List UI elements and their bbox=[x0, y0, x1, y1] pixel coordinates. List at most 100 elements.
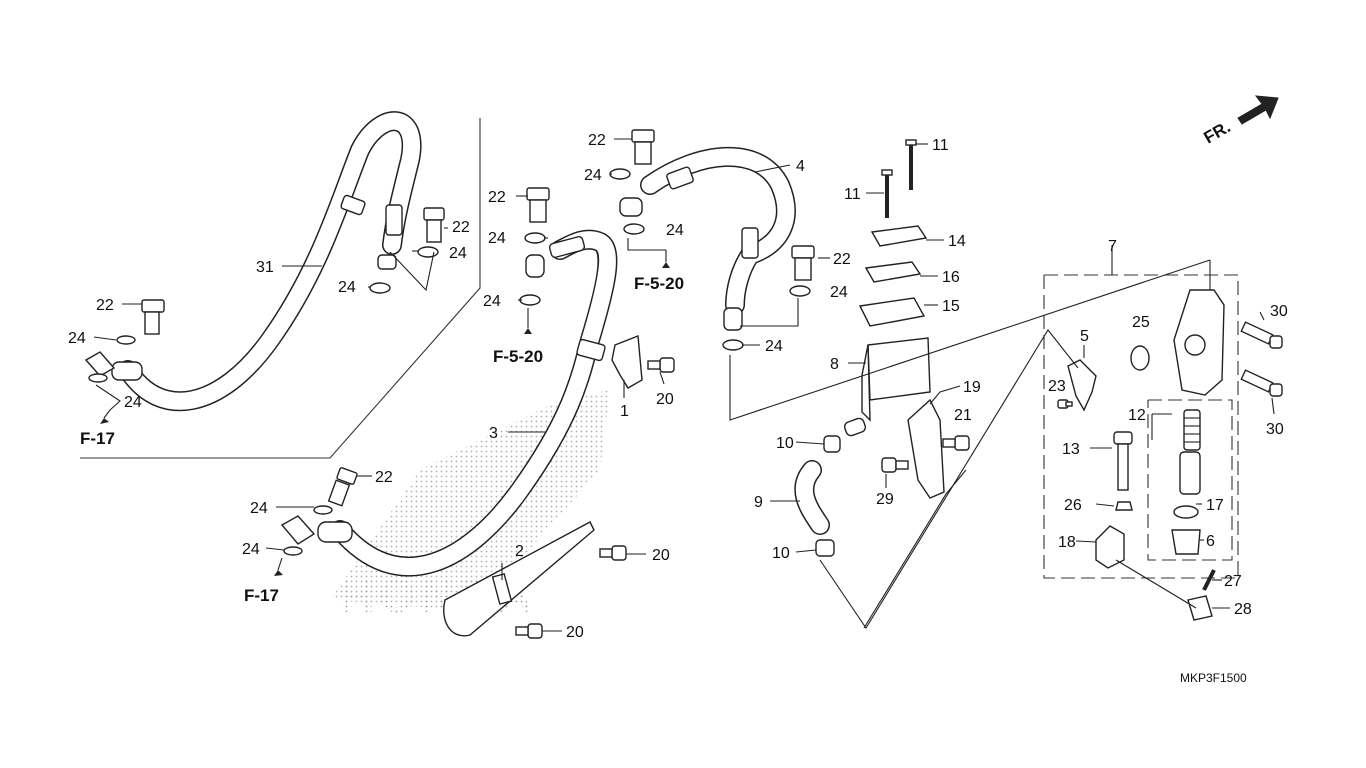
hose-sleeve bbox=[340, 194, 366, 216]
callout-22: 22 bbox=[588, 132, 606, 149]
master-cylinder-side bbox=[861, 344, 871, 422]
callout-13: 13 bbox=[1062, 441, 1080, 458]
callout-27: 27 bbox=[1224, 573, 1242, 590]
callout-20: 20 bbox=[656, 391, 674, 408]
screw-23 bbox=[1057, 399, 1073, 409]
hose-4 bbox=[619, 146, 796, 331]
callout-1: 1 bbox=[620, 403, 629, 420]
hose-sleeve bbox=[666, 166, 694, 190]
bolt-22 bbox=[423, 207, 445, 243]
callout-22: 22 bbox=[375, 469, 393, 486]
front-label: FR. bbox=[1201, 117, 1234, 147]
callout-29: 29 bbox=[876, 491, 894, 508]
joint-18 bbox=[1095, 525, 1125, 569]
callout-2: 2 bbox=[515, 543, 524, 560]
callout-15: 15 bbox=[942, 298, 960, 315]
callout-24: 24 bbox=[68, 330, 86, 347]
callout-19: 19 bbox=[963, 379, 981, 396]
leader-lines bbox=[93, 138, 1275, 632]
washer-24 bbox=[369, 282, 391, 294]
callout-23: 23 bbox=[1048, 378, 1066, 395]
banjo-fitting bbox=[377, 254, 397, 270]
callout-3: 3 bbox=[489, 425, 498, 442]
callout-20: 20 bbox=[566, 624, 584, 641]
callout-24: 24 bbox=[124, 394, 142, 411]
callout-28: 28 bbox=[1234, 601, 1252, 618]
callout-14: 14 bbox=[948, 233, 966, 250]
hose-fitting bbox=[548, 236, 586, 258]
bolt-30 bbox=[1240, 321, 1283, 349]
bolt-22 bbox=[631, 129, 655, 165]
reference-labels: F-17 F-17 F-5-20 F-5-20 bbox=[80, 274, 684, 605]
hose-end-fitting-tip bbox=[84, 351, 116, 377]
bolt-30 bbox=[1240, 369, 1283, 397]
callout-30: 30 bbox=[1266, 421, 1284, 438]
callout-21: 21 bbox=[954, 407, 972, 424]
callout-31: 31 bbox=[256, 259, 274, 276]
callout-16: 16 bbox=[942, 269, 960, 286]
hose-31 bbox=[84, 111, 422, 412]
callout-24: 24 bbox=[449, 245, 467, 262]
spring-12 bbox=[1183, 409, 1201, 451]
bolt-20 bbox=[599, 545, 627, 561]
hose-3 bbox=[280, 229, 618, 577]
washer-24 bbox=[623, 223, 645, 235]
bracket-19 bbox=[907, 398, 945, 499]
callout-24: 24 bbox=[250, 500, 268, 517]
ref-f17: F-17 bbox=[80, 429, 115, 448]
washer-24 bbox=[283, 546, 303, 556]
clip-10 bbox=[823, 435, 841, 453]
callout-12: 12 bbox=[1128, 407, 1146, 424]
hose-end-fitting-tip bbox=[280, 515, 316, 545]
callout-26: 26 bbox=[1064, 497, 1082, 514]
callout-25: 25 bbox=[1132, 314, 1150, 331]
callout-24: 24 bbox=[242, 541, 260, 558]
callout-24: 24 bbox=[765, 338, 783, 355]
reservoir-cap-14 bbox=[870, 225, 928, 247]
hose-fitting bbox=[741, 227, 759, 259]
diaphragm-15 bbox=[858, 297, 926, 327]
callout-10: 10 bbox=[776, 435, 794, 452]
callout-6: 6 bbox=[1206, 533, 1215, 550]
callout-22: 22 bbox=[833, 251, 851, 268]
callout-7: 7 bbox=[1108, 238, 1117, 255]
screw-11 bbox=[905, 139, 917, 190]
washer-24 bbox=[88, 373, 108, 383]
callout-labels: 31 22 24 24 24 22 24 22 24 24 22 24 24 4… bbox=[68, 132, 1288, 641]
group-frame-left bbox=[80, 118, 481, 459]
piston-set bbox=[1179, 451, 1201, 495]
callout-22: 22 bbox=[96, 297, 114, 314]
figure-code: MKP3F1500 bbox=[1180, 671, 1247, 685]
bolt-21 bbox=[942, 435, 970, 451]
callout-22: 22 bbox=[488, 189, 506, 206]
callout-24: 24 bbox=[830, 284, 848, 301]
joint-5 bbox=[1067, 359, 1097, 412]
o-ring-25 bbox=[1130, 345, 1150, 371]
ref-f5-20: F-5-20 bbox=[493, 347, 543, 366]
washer-24 bbox=[417, 246, 439, 258]
bolt-22 bbox=[791, 245, 815, 281]
banjo-fitting bbox=[525, 254, 545, 278]
callout-24: 24 bbox=[338, 279, 356, 296]
hose-sleeve bbox=[576, 338, 606, 362]
callout-22: 22 bbox=[452, 219, 470, 236]
guide-clip bbox=[491, 573, 513, 605]
washer-24 bbox=[116, 335, 136, 345]
nut-26 bbox=[1115, 501, 1133, 511]
washer-24 bbox=[313, 505, 333, 515]
washer-24 bbox=[722, 339, 744, 351]
ref-f5-20: F-5-20 bbox=[634, 274, 684, 293]
circlip-17 bbox=[1173, 505, 1199, 519]
boot-6 bbox=[1171, 529, 1201, 555]
front-direction-indicator: FR. bbox=[1201, 95, 1279, 147]
bolt-20 bbox=[515, 623, 543, 639]
bolt-22 bbox=[327, 467, 358, 507]
callout-11: 11 bbox=[932, 137, 949, 154]
callout-30: 30 bbox=[1270, 303, 1288, 320]
hose-end-fitting bbox=[111, 361, 143, 381]
bolt-22 bbox=[526, 187, 550, 223]
washer-24 bbox=[524, 232, 546, 244]
callout-5: 5 bbox=[1080, 328, 1089, 345]
bolt-29 bbox=[881, 457, 909, 473]
